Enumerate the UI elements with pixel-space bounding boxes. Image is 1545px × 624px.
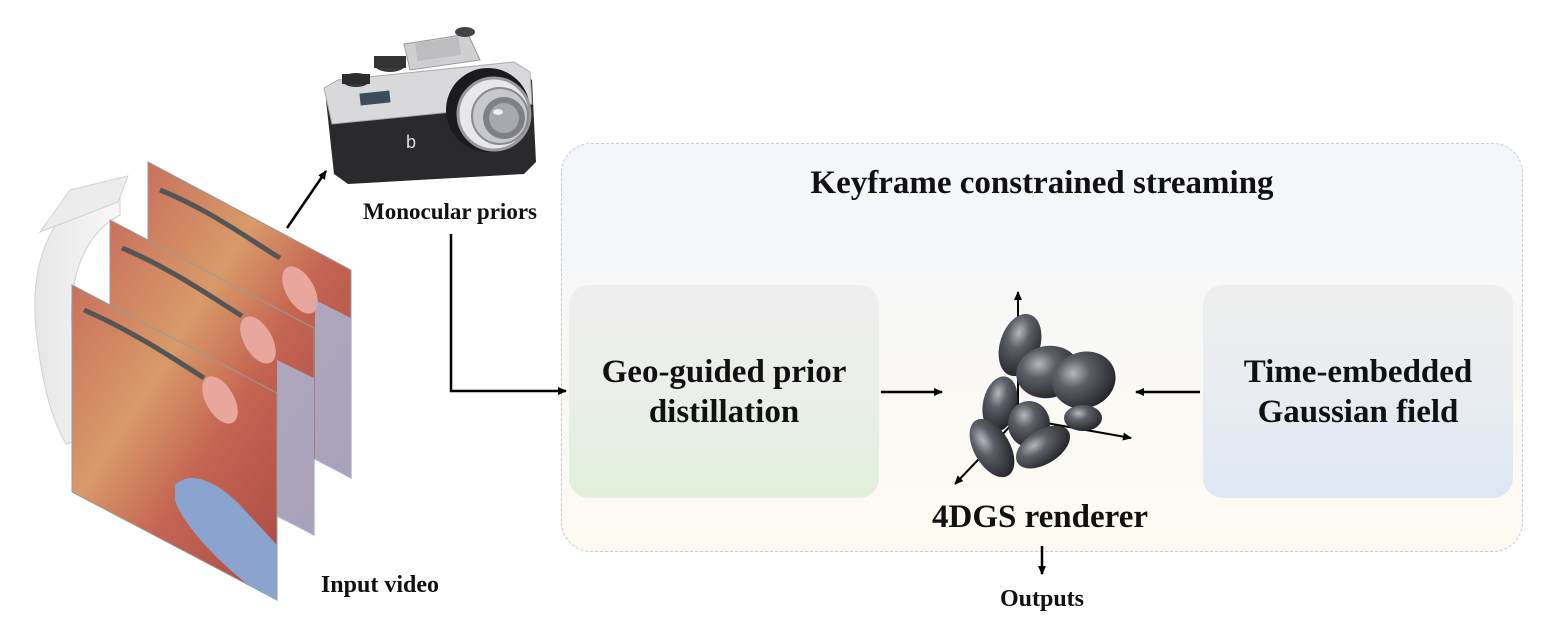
monocular-priors-label: Monocular priors [363, 199, 537, 224]
gaussian-ellipsoid [1016, 425, 1070, 469]
streaming-panel-title: Keyframe constrained streaming [810, 165, 1274, 201]
renderer-label: 4DGS renderer [932, 499, 1148, 535]
arrow-video-to-camera [285, 170, 328, 229]
gaussian-ellipsoids-icon [954, 291, 1132, 485]
gaussian-ellipsoid [1064, 405, 1102, 431]
gaussian-ellipsoid [1052, 351, 1116, 409]
camera-logo-mark: b [406, 132, 416, 152]
rotation-arrow-icon [34, 175, 129, 445]
geo-module-label: Geo-guided prior distillation [601, 353, 847, 430]
video-frames-icon [71, 161, 352, 601]
time-module-label: Time-embedded Gaussian field [1243, 353, 1473, 430]
geo-guided-prior-distillation-box: Geo-guided prior distillation [569, 285, 879, 498]
arrow-priors-to-geo [449, 234, 567, 395]
outputs-label: Outputs [999, 586, 1085, 612]
time-embedded-gaussian-field-box: Time-embedded Gaussian field [1203, 285, 1513, 498]
camera-icon: b [323, 27, 536, 184]
video-frame-front [71, 284, 278, 601]
input-video-label: Input video [320, 572, 440, 598]
gaussian-ellipsoid [969, 418, 1015, 478]
